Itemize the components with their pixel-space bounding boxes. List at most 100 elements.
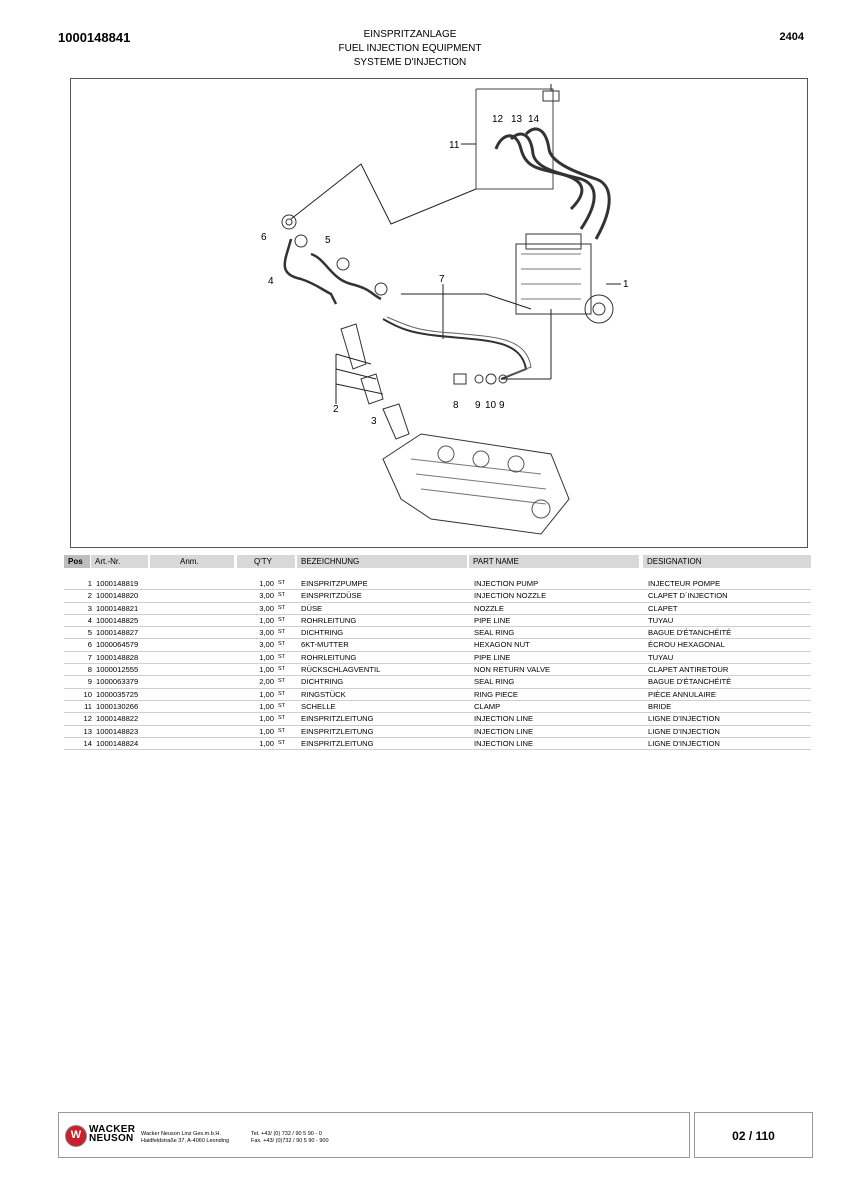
quantity-cell: 1,00 [259,665,274,675]
unit-cell: ST [278,666,286,673]
column-header-qty: Q'TY [237,555,295,568]
german-name-cell: DICHTRING [301,677,344,687]
column-header-pos: Pos [64,555,90,568]
article-number-cell: 1000148819 [96,579,139,588]
footer-page-box: 02 / 110 [694,1112,813,1158]
french-name-cell: LIGNE D'INJECTION [648,726,720,736]
callout-8: 8 [453,400,459,411]
unit-cell: ST [278,739,286,746]
french-name-cell: BRIDE [648,701,672,711]
german-name-cell: EINSPRITZLEITUNG [301,738,374,748]
english-name-cell: CLAMP [474,701,501,711]
pos-cell: 7 [87,652,92,662]
french-name-cell: TUYAU [648,652,674,662]
diagram-callouts: 1 2 3 4 5 6 7 8 9 10 9 11 12 13 14 [261,114,629,427]
callout-11: 11 [449,140,460,151]
callout-9a: 9 [475,400,481,411]
unit-cell: ST [278,702,286,709]
quantity-cell: 3,00 [259,628,274,638]
english-name-cell: PIPE LINE [474,615,511,625]
quantity-cell: 3,00 [259,591,274,601]
title-german: EINSPRITZANLAGE [363,29,457,40]
callout-3: 3 [371,416,377,427]
diagram-drawing: 1 2 3 4 5 6 7 8 9 10 9 11 12 13 14 [261,84,629,535]
article-number-cell: 1000148820 [96,591,139,601]
french-name-cell: CLAPET ANTIRETOUR [648,665,729,675]
quantity-cell: 3,00 [259,603,274,613]
pos-cell: 9 [87,677,92,687]
phone-number: Tel. +43/ (0) 732 / 90 5 90 - 0 [251,1131,322,1137]
pos-cell: 13 [83,726,92,736]
article-number-cell: 1000148824 [96,738,139,748]
pos-cell: 4 [87,615,92,625]
brand-name: WACKER NEUSON [89,1125,135,1144]
section-titles: EINSPRITZANLAGE FUEL INJECTION EQUIPMENT… [260,28,560,70]
english-name-cell: HEXAGON NUT [474,640,530,650]
pos-cell: 14 [83,738,92,748]
unit-cell: ST [278,678,286,685]
pos-cell: 6 [87,640,92,650]
german-name-cell: DÜSE [301,603,323,613]
german-name-cell: EINSPRITZLEITUNG [301,726,374,736]
german-name-cell: SCHELLE [301,701,336,711]
quantity-cell: 3,00 [259,640,274,650]
german-name-cell: 6KT-MUTTER [301,640,349,650]
unit-cell: ST [278,727,286,734]
unit-cell: ST [278,616,286,623]
unit-cell: ST [278,653,286,660]
footer-company-box: W WACKER NEUSON Wacker Neuson Linz Ges.m… [58,1112,690,1158]
pos-cell: 11 [84,701,92,711]
french-name-cell: BAGUE D'ÉTANCHÉITÉ [648,677,732,687]
german-name-cell: ROHRLEITUNG [301,652,357,662]
title-english: FUEL INJECTION EQUIPMENT [338,43,482,54]
callout-5: 5 [325,235,331,246]
english-name-cell: INJECTION PUMP [474,579,539,588]
pos-cell: 12 [83,714,92,724]
column-header-anm: Anm. [150,555,234,568]
article-number-cell: 1000148822 [96,714,139,724]
german-name-cell: EINSPRITZPUMPE [301,579,368,588]
german-name-cell: DICHTRING [301,628,344,638]
article-number-cell: 1000148825 [96,615,139,625]
callout-14: 14 [528,114,540,125]
table-row: 14 1000148824 1,00 ST EINSPRITZLEITUNG INJECT… [64,738,811,751]
quantity-cell: 1,00 [259,738,274,748]
quantity-cell: 2,00 [259,677,274,687]
french-name-cell: LIGNE D'INJECTION [648,738,720,748]
unit-cell: ST [278,641,286,648]
pos-cell: 3 [87,603,92,613]
callout-9b: 9 [499,400,505,411]
callout-13: 13 [511,114,523,125]
article-number-cell: 1000012555 [96,665,139,675]
english-name-cell: INJECTION LINE [474,738,534,748]
german-name-cell: EINSPRITZLEITUNG [301,714,374,724]
german-name-cell: RÜCKSCHLAGVENTIL [301,665,381,675]
page-number: 02 / 110 [732,1129,775,1143]
french-name-cell: BAGUE D'ÉTANCHÉITÉ [648,628,732,638]
column-header-designation: DESIGNATION [643,555,811,568]
english-name-cell: SEAL RING [474,628,515,638]
quantity-cell: 1,00 [259,579,274,588]
document-number: 1000148841 [58,30,131,45]
english-name-cell: SEAL RING [474,677,515,687]
french-name-cell: PIÈCE ANNULAIRE [648,689,716,699]
unit-cell: ST [278,715,286,722]
article-number-cell: 1000035725 [96,689,139,699]
pos-cell: 2 [87,591,92,601]
callout-4: 4 [268,276,274,287]
callout-10: 10 [485,400,497,411]
unit-cell: ST [278,629,286,636]
column-header-bezeichnung: BEZEICHNUNG [297,555,467,568]
french-name-cell: CLAPET D´INJECTION [648,591,728,601]
english-name-cell: NON RETURN VALVE [474,665,551,675]
quantity-cell: 1,00 [259,726,274,736]
company-name: Wacker Neuson Linz Ges.m.b.H. [141,1131,221,1137]
unit-cell: ST [278,580,286,586]
french-name-cell: ÉCROU HEXAGONAL [648,640,725,650]
